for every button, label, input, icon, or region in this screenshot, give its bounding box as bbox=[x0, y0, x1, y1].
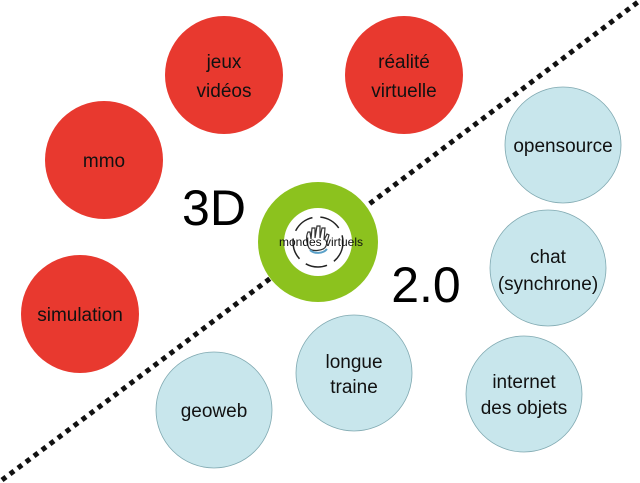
node-label: virtuelle bbox=[371, 81, 436, 102]
center-node: mondes virtuels bbox=[258, 182, 378, 302]
hand-icon bbox=[306, 225, 330, 254]
node-circle bbox=[21, 255, 139, 373]
node-label: des objets bbox=[481, 398, 568, 419]
node-longue-traine: longue traine bbox=[295, 314, 413, 432]
node-label: jeux bbox=[206, 52, 242, 73]
node-geoweb: geoweb bbox=[155, 351, 273, 469]
zone-label-3d: 3D bbox=[182, 180, 246, 236]
node-circle bbox=[155, 351, 273, 469]
node-circle bbox=[45, 101, 163, 219]
node-label: mmo bbox=[83, 151, 125, 172]
node-chat-synchrone: chat (synchrone) bbox=[489, 209, 607, 327]
node-label: vidéos bbox=[197, 81, 252, 102]
node-circle bbox=[295, 314, 413, 432]
node-label: chat bbox=[530, 247, 567, 268]
node-circle bbox=[465, 335, 583, 453]
node-label: réalité bbox=[378, 52, 430, 73]
zone-label-2-0: 2.0 bbox=[391, 257, 461, 313]
node-mmo: mmo bbox=[45, 101, 163, 219]
center-label: mondes virtuels bbox=[279, 235, 363, 249]
node-circle bbox=[489, 209, 607, 327]
node-label: geoweb bbox=[181, 401, 248, 422]
node-jeux-videos: jeux vidéos bbox=[165, 16, 283, 134]
node-label: traine bbox=[330, 377, 378, 398]
node-realite-virtuelle: réalité virtuelle bbox=[345, 16, 463, 134]
node-circle bbox=[345, 16, 463, 134]
node-circle bbox=[165, 16, 283, 134]
node-label: longue bbox=[325, 352, 382, 373]
node-label: internet bbox=[492, 372, 556, 393]
node-internet-des-objets: internet des objets bbox=[465, 335, 583, 453]
node-label: opensource bbox=[513, 136, 612, 157]
node-opensource: opensource bbox=[504, 86, 622, 204]
center-arc bbox=[292, 216, 344, 268]
node-simulation: simulation bbox=[21, 255, 139, 373]
node-label: (synchrone) bbox=[498, 274, 598, 295]
node-circle bbox=[504, 86, 622, 204]
node-label: simulation bbox=[37, 305, 123, 326]
